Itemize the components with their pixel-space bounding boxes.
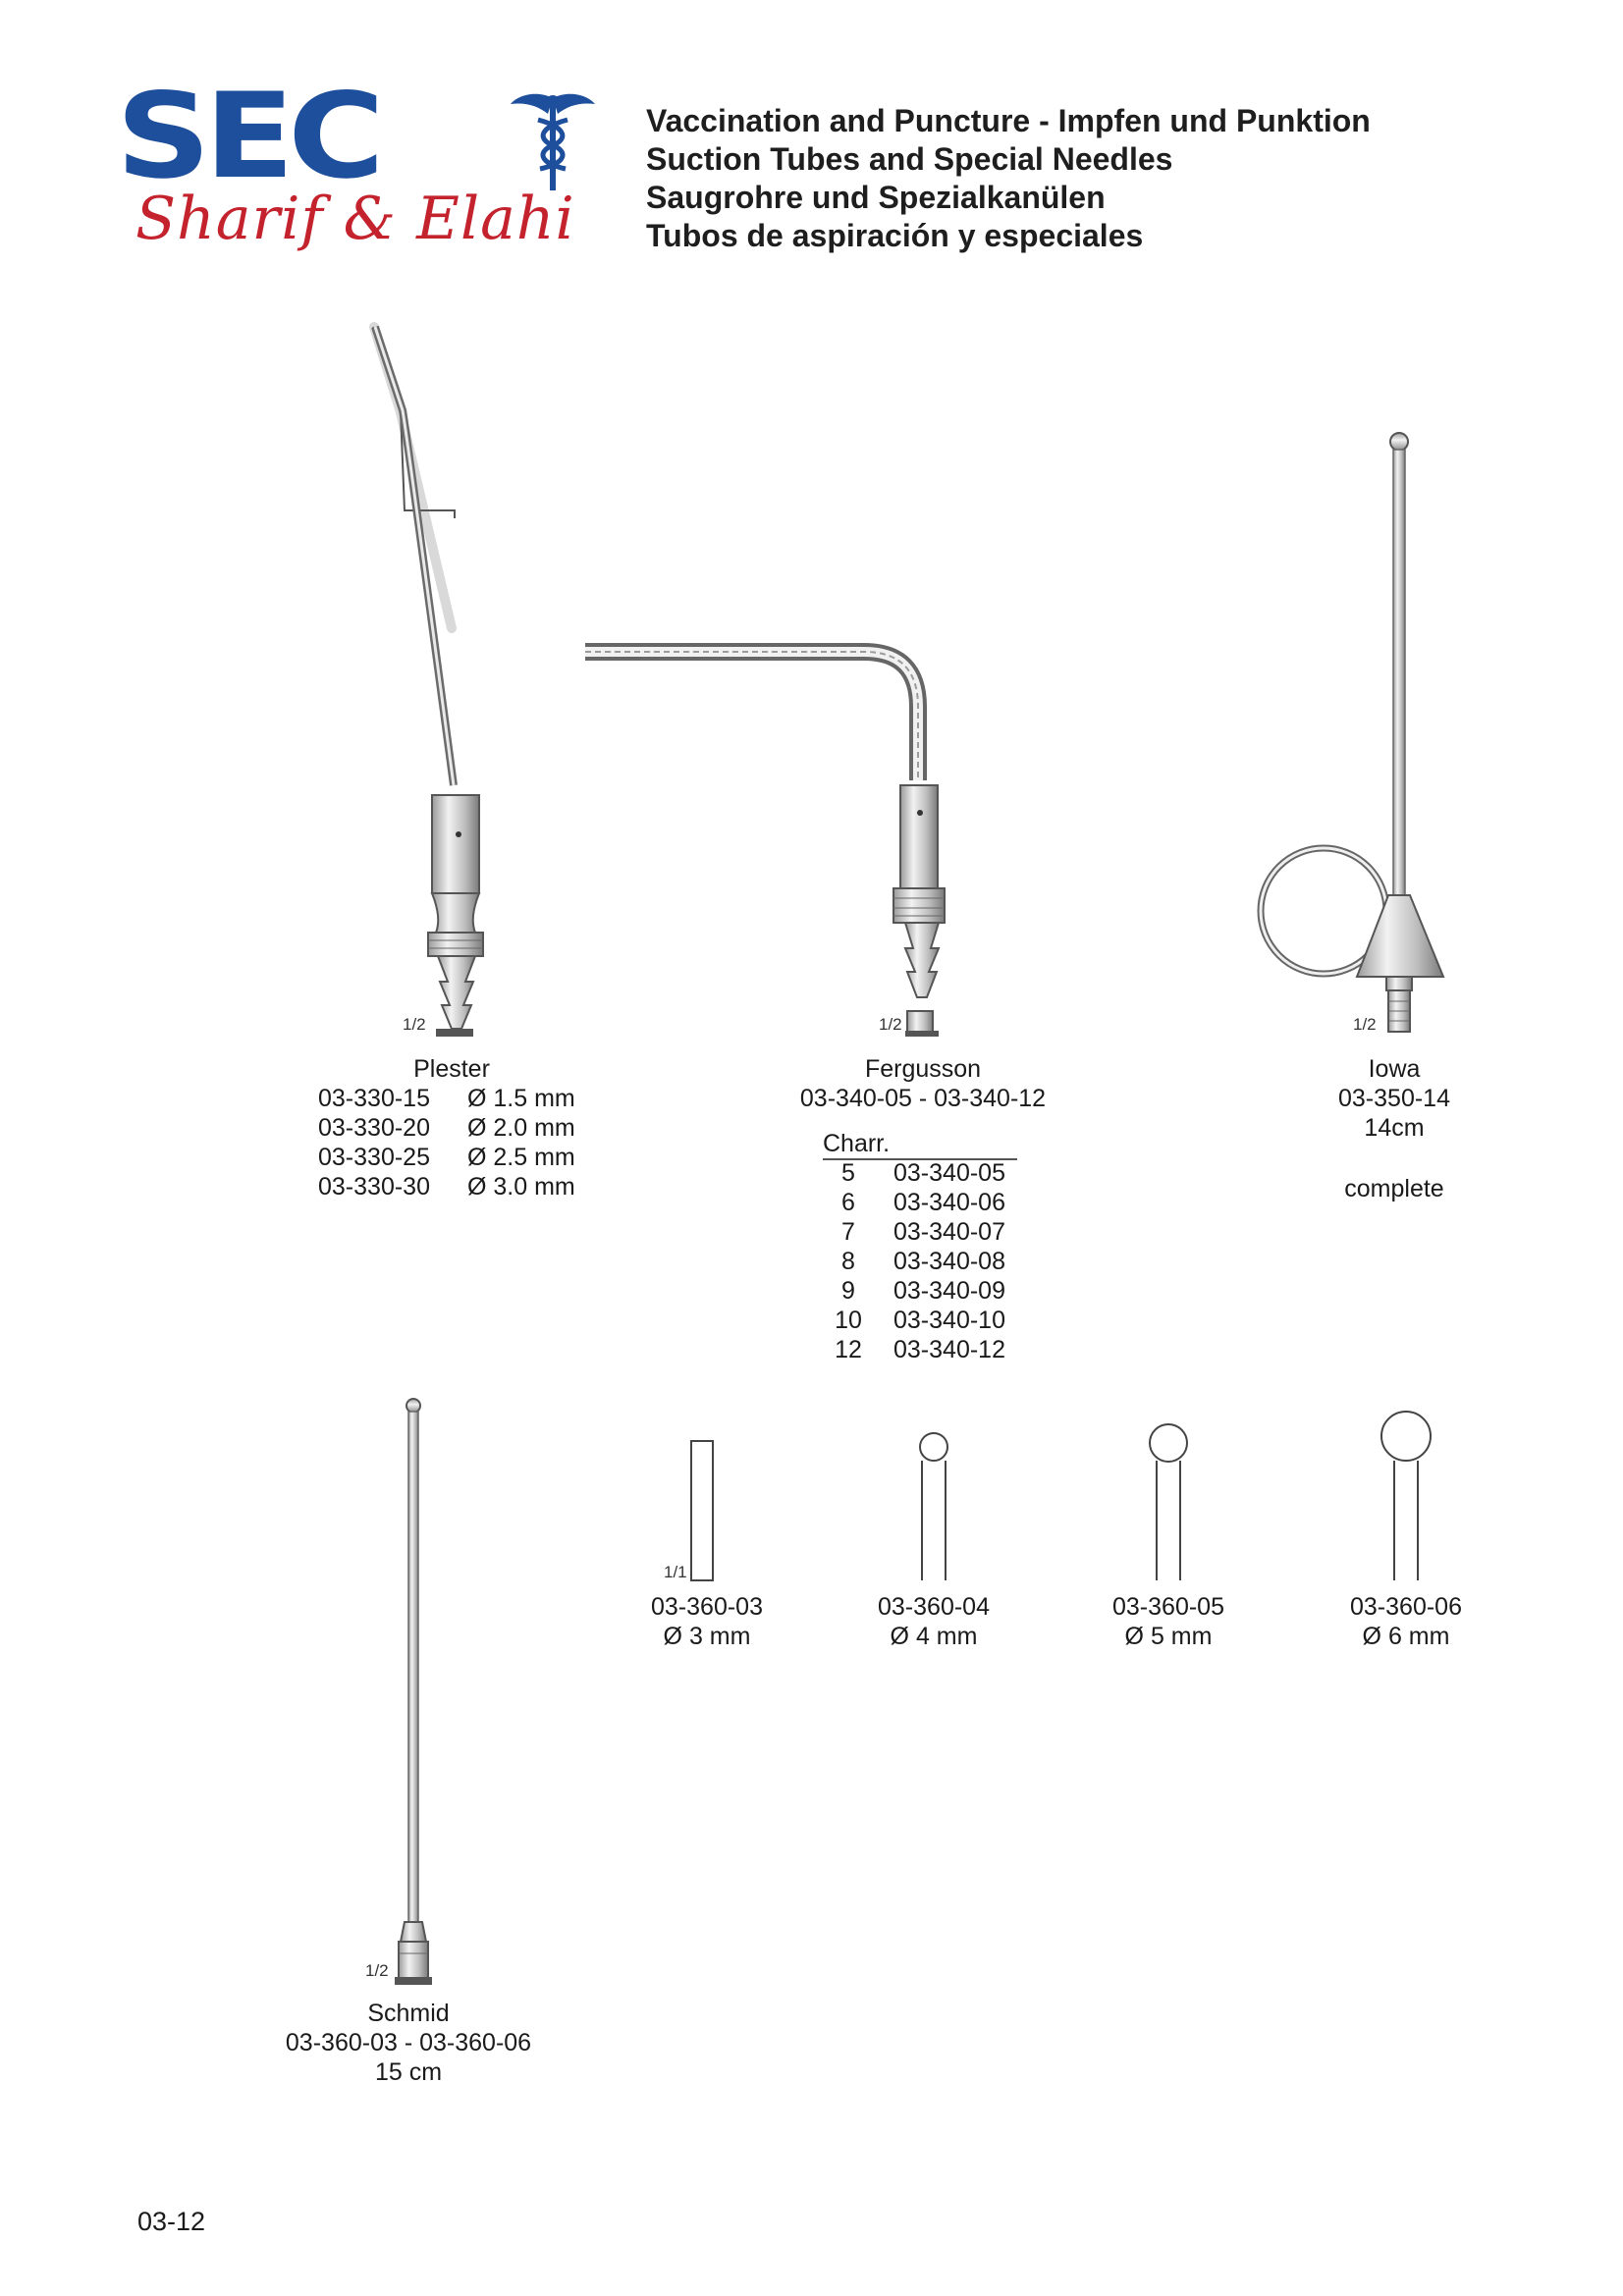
- logo-mark: SEC: [116, 69, 385, 205]
- charr-size: 10: [835, 1307, 862, 1334]
- charr-size: 12: [835, 1336, 862, 1363]
- spec-code: 03-330-25: [318, 1144, 430, 1171]
- charr-table: 5 03-340-05 6 03-340-06 7 03-340-07 8 03-340…: [825, 1158, 1005, 1364]
- fergusson-range: 03-340-05 - 03-340-12: [799, 1085, 1047, 1112]
- plester-spec-list: 03-330-15 Ø 1.5 mm 03-330-20 Ø 2.0 mm 03-3…: [318, 1084, 575, 1201]
- tip-size: Ø 3 mm: [663, 1623, 751, 1650]
- charr-code: 03-340-06: [893, 1189, 1005, 1216]
- tip-detail-03-360-03-drawing: [690, 1440, 714, 1581]
- plester-suction-tube-drawing: [369, 322, 484, 1037]
- scale-marker: 1/1: [664, 1563, 687, 1581]
- schmid-name: Schmid: [367, 2000, 450, 2027]
- fergusson-suction-tube-drawing: [585, 643, 946, 1037]
- charr-code: 03-340-09: [893, 1277, 1005, 1305]
- charr-size: 7: [841, 1218, 855, 1246]
- spec-size: Ø 2.0 mm: [467, 1114, 575, 1142]
- charr-code: 03-340-08: [893, 1248, 1005, 1275]
- spec-size: Ø 1.5 mm: [467, 1085, 575, 1112]
- scale-marker: 1/2: [879, 1015, 902, 1034]
- iowa-instrument-drawing: [1257, 432, 1445, 1033]
- tip-detail-03-360-05-drawing: [1149, 1423, 1188, 1580]
- spec-code: 03-330-20: [318, 1114, 430, 1142]
- spec-row: 03-330-25 Ø 2.5 mm: [318, 1143, 575, 1172]
- tip-detail-03-360-06-drawing: [1380, 1411, 1432, 1580]
- charr-row: 7 03-340-07: [825, 1217, 1005, 1247]
- fergusson-name: Fergusson: [864, 1055, 982, 1083]
- spec-row: 03-330-30 Ø 3.0 mm: [318, 1172, 575, 1201]
- spec-code: 03-330-30: [318, 1173, 430, 1201]
- charr-header: Charr.: [823, 1129, 1017, 1160]
- tip-size: Ø 6 mm: [1362, 1623, 1450, 1650]
- charr-code: 03-340-10: [893, 1307, 1005, 1334]
- tip-code: 03-360-05: [1112, 1593, 1224, 1621]
- iowa-name: Iowa: [1368, 1055, 1421, 1083]
- tip-code: 03-360-03: [651, 1593, 763, 1621]
- heading-line: Vaccination and Puncture - Impfen und Pu…: [646, 103, 1371, 138]
- charr-row: 9 03-340-09: [825, 1276, 1005, 1306]
- charr-size: 5: [841, 1159, 855, 1187]
- spec-size: Ø 3.0 mm: [467, 1173, 575, 1201]
- charr-size: 8: [841, 1248, 855, 1275]
- tip-detail-03-360-04-drawing: [919, 1432, 948, 1580]
- spec-row: 03-330-20 Ø 2.0 mm: [318, 1113, 575, 1143]
- scale-marker: 1/2: [1353, 1015, 1377, 1034]
- charr-row: 8 03-340-08: [825, 1247, 1005, 1276]
- charr-row: 5 03-340-05: [825, 1158, 1005, 1188]
- heading-line: Saugrohre und Spezialkanülen: [646, 180, 1106, 215]
- spec-row: 03-330-15 Ø 1.5 mm: [318, 1084, 575, 1113]
- iowa-note: complete: [1344, 1175, 1444, 1202]
- charr-row: 10 03-340-10: [825, 1306, 1005, 1335]
- tip-code: 03-360-04: [878, 1593, 990, 1621]
- iowa-code: 03-350-14: [1338, 1085, 1450, 1112]
- tip-size: Ø 5 mm: [1124, 1623, 1213, 1650]
- charr-code: 03-340-12: [893, 1336, 1005, 1363]
- heading-line: Tubos de aspiración y especiales: [646, 218, 1144, 253]
- logo-script-text: Sharif & Elahi: [135, 185, 575, 253]
- schmid-length: 15 cm: [374, 2058, 443, 2086]
- catalog-headings: Vaccination and Puncture - Impfen und Pu…: [646, 102, 1371, 255]
- iowa-length: 14cm: [1364, 1114, 1425, 1142]
- heading-line: Suction Tubes and Special Needles: [646, 141, 1173, 177]
- plester-name: Plester: [413, 1055, 490, 1083]
- charr-code: 03-340-07: [893, 1218, 1005, 1246]
- charr-row: 12 03-340-12: [825, 1335, 1005, 1364]
- tip-code: 03-360-06: [1350, 1593, 1462, 1621]
- schmid-range: 03-360-03 - 03-360-06: [285, 2029, 532, 2056]
- tip-size: Ø 4 mm: [890, 1623, 978, 1650]
- charr-code: 03-340-05: [893, 1159, 1005, 1187]
- scale-marker: 1/2: [365, 1961, 389, 1980]
- scale-marker: 1/2: [403, 1015, 426, 1034]
- spec-size: Ø 2.5 mm: [467, 1144, 575, 1171]
- company-logo: SEC Sharif & Elahi: [116, 69, 595, 275]
- page-number: 03-12: [137, 2207, 206, 2236]
- charr-size: 6: [841, 1189, 855, 1216]
- schmid-needle-drawing: [395, 1398, 432, 1985]
- spec-code: 03-330-15: [318, 1085, 430, 1112]
- caduceus-icon: [511, 93, 595, 190]
- charr-size: 9: [841, 1277, 855, 1305]
- charr-row: 6 03-340-06: [825, 1188, 1005, 1217]
